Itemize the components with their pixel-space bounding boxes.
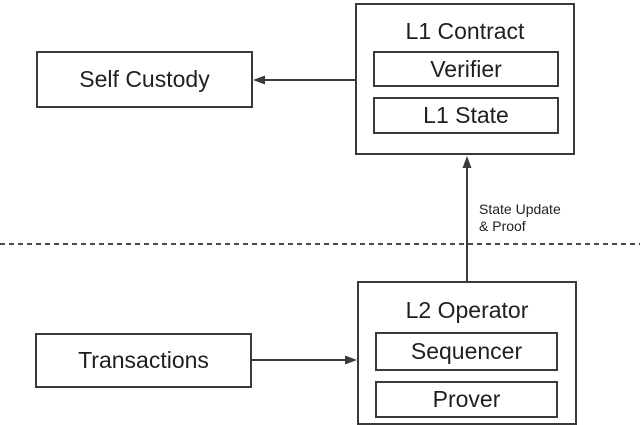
node-verifier: Verifier <box>373 51 559 87</box>
node-prover: Prover <box>375 381 558 418</box>
transactions-label: Transactions <box>78 347 209 373</box>
self-custody-label: Self Custody <box>79 66 210 92</box>
arrowhead-right-icon <box>345 355 357 365</box>
edge-label-state-update-proof: State Update & Proof <box>479 201 561 235</box>
arrowhead-up-icon <box>462 156 472 168</box>
node-transactions: Transactions <box>35 333 252 388</box>
sequencer-label: Sequencer <box>410 338 523 364</box>
l1-state-label: L1 State <box>423 102 509 128</box>
node-self-custody: Self Custody <box>36 51 253 108</box>
l2-operator-title: L2 Operator <box>405 297 529 323</box>
node-sequencer: Sequencer <box>375 332 558 371</box>
edge-label-line1: State Update <box>479 201 561 217</box>
edge-label-line2: & Proof <box>479 218 526 234</box>
l1-contract-title: L1 Contract <box>405 18 525 44</box>
verifier-label: Verifier <box>430 55 502 82</box>
prover-label: Prover <box>432 386 501 412</box>
arrowhead-left-icon <box>253 75 265 85</box>
node-l1-state: L1 State <box>373 97 559 134</box>
